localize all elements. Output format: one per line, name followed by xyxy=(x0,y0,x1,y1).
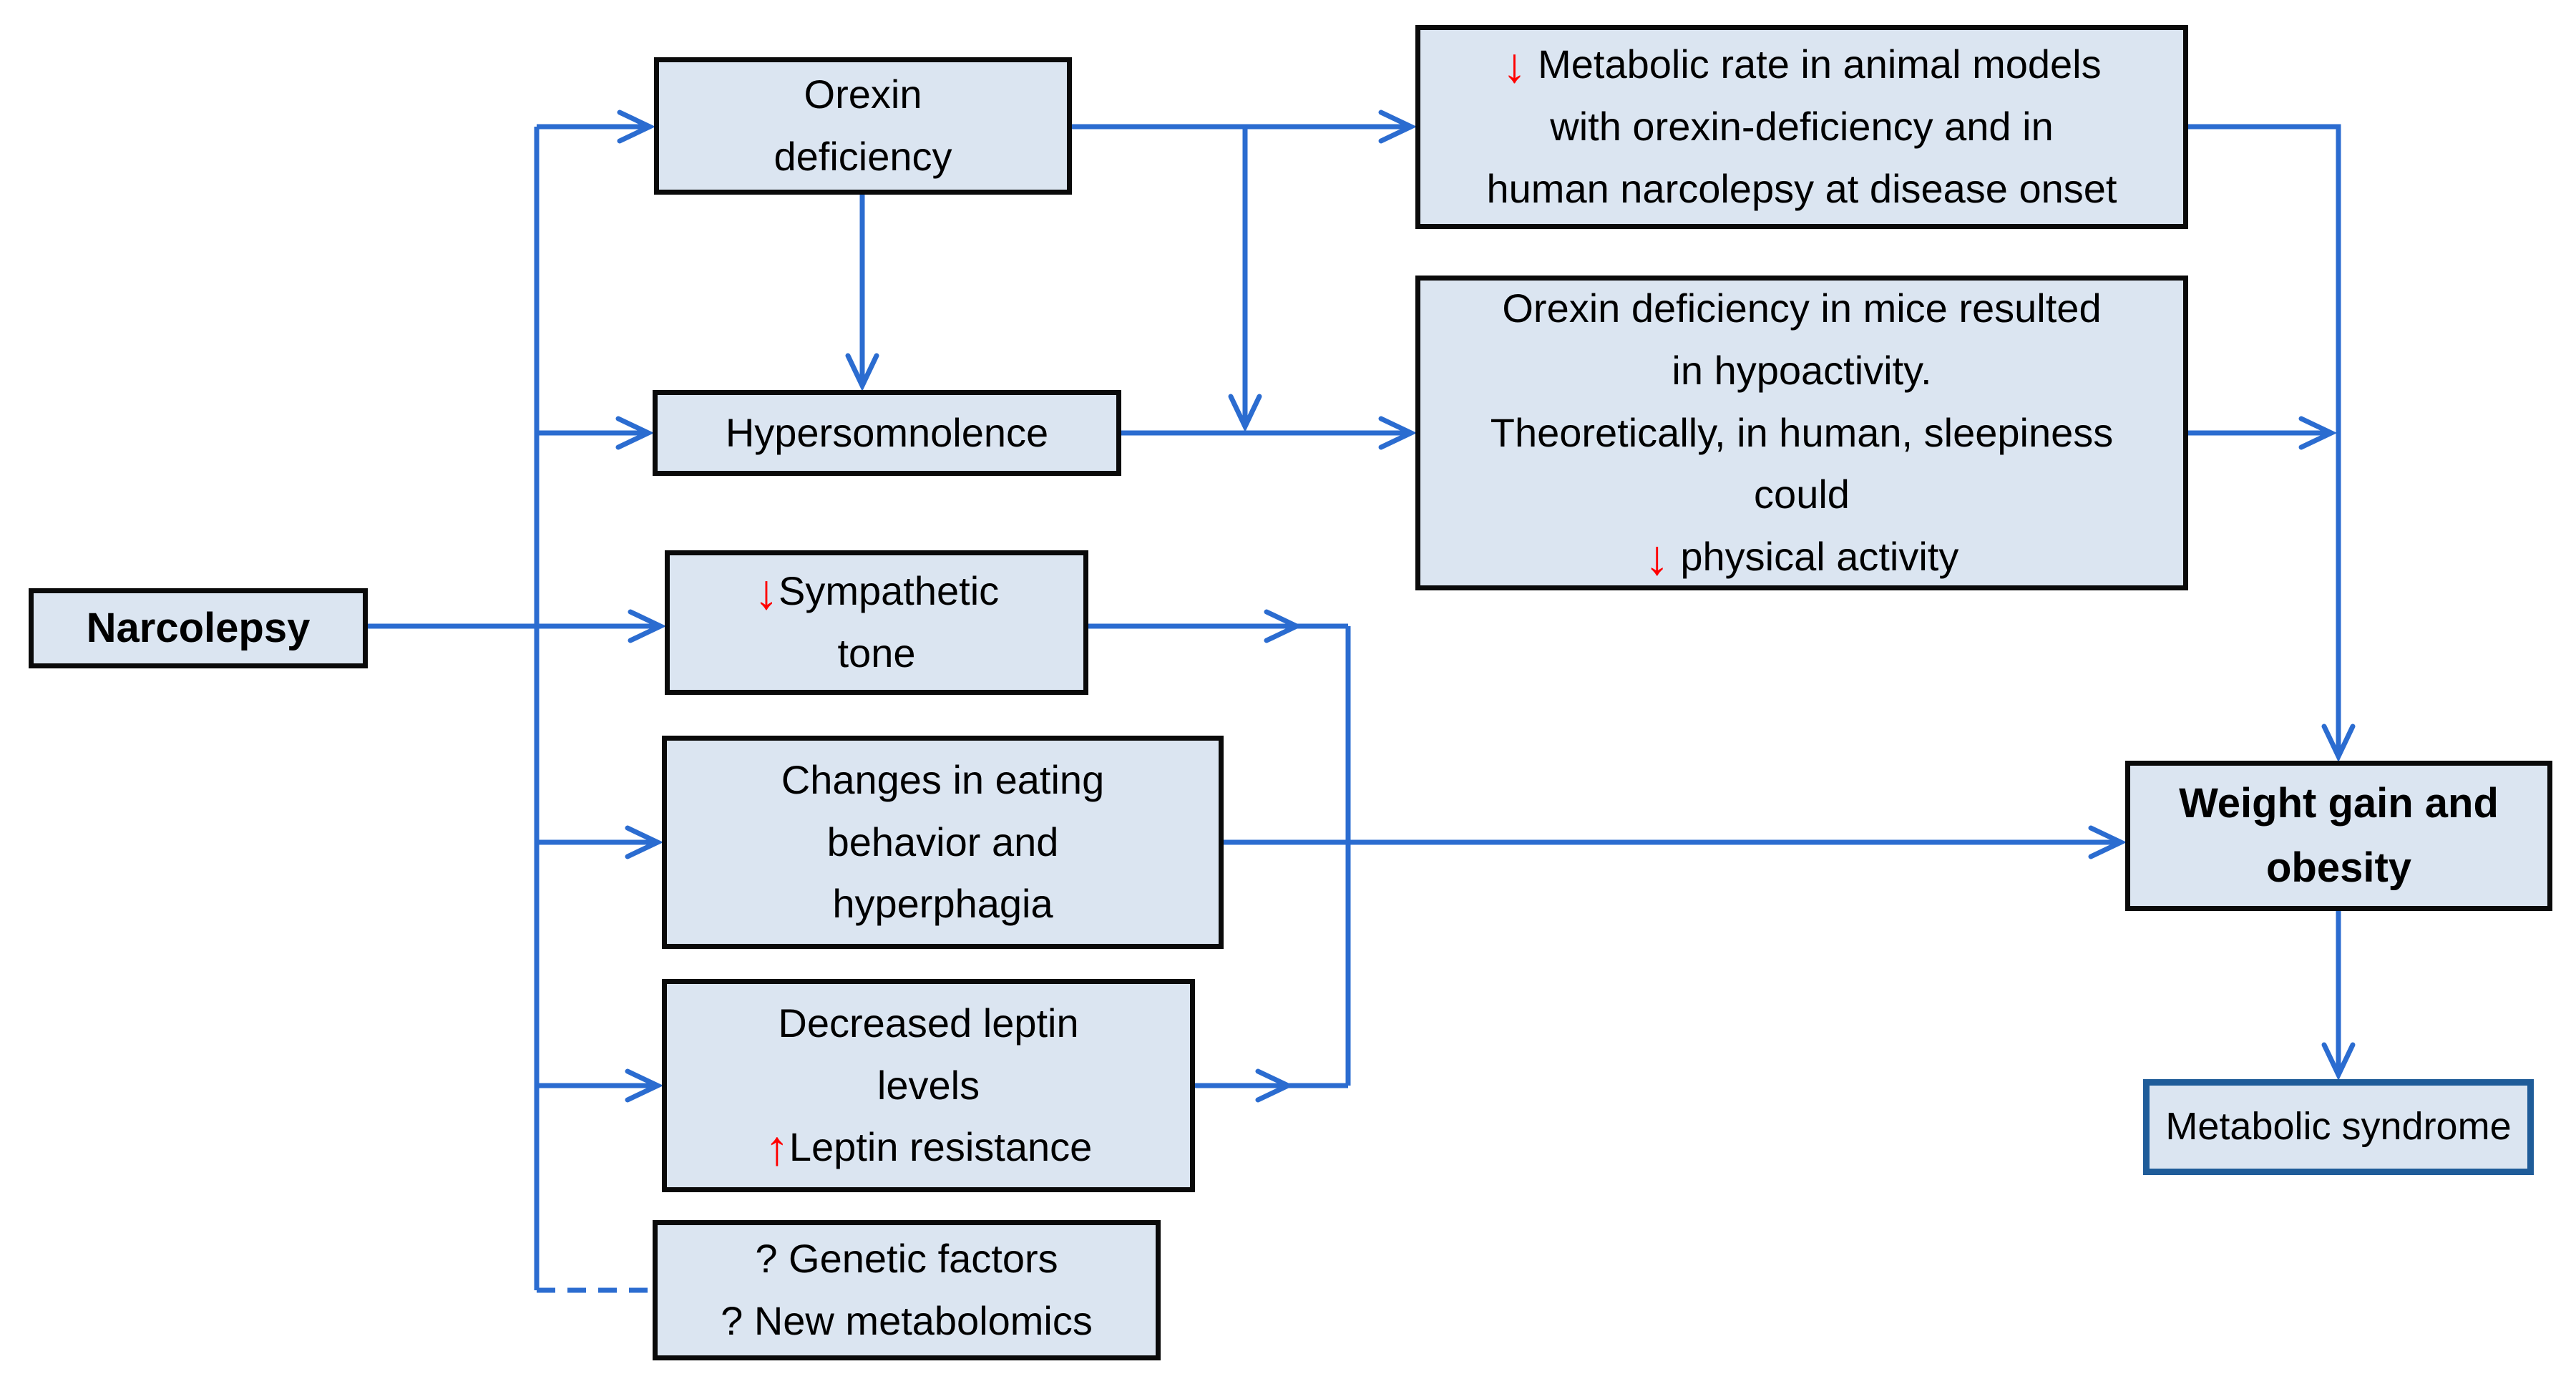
up-arrow-icon: ↑ xyxy=(764,1121,789,1176)
node-metabolic-syndrome: Metabolic syndrome xyxy=(2143,1079,2534,1175)
node-narcolepsy: Narcolepsy xyxy=(29,588,368,668)
down-arrow-icon: ↓ xyxy=(1644,530,1669,585)
node-hypersomnolence: Hypersomnolence xyxy=(653,390,1121,476)
down-arrow-icon: ↓ xyxy=(753,565,779,620)
down-arrow-icon: ↓ xyxy=(1502,38,1527,93)
arrow-metabolic-rate-to-weight xyxy=(2188,124,2356,763)
node-genetic-factors: ? Genetic factors? New metabolomics xyxy=(653,1220,1161,1360)
